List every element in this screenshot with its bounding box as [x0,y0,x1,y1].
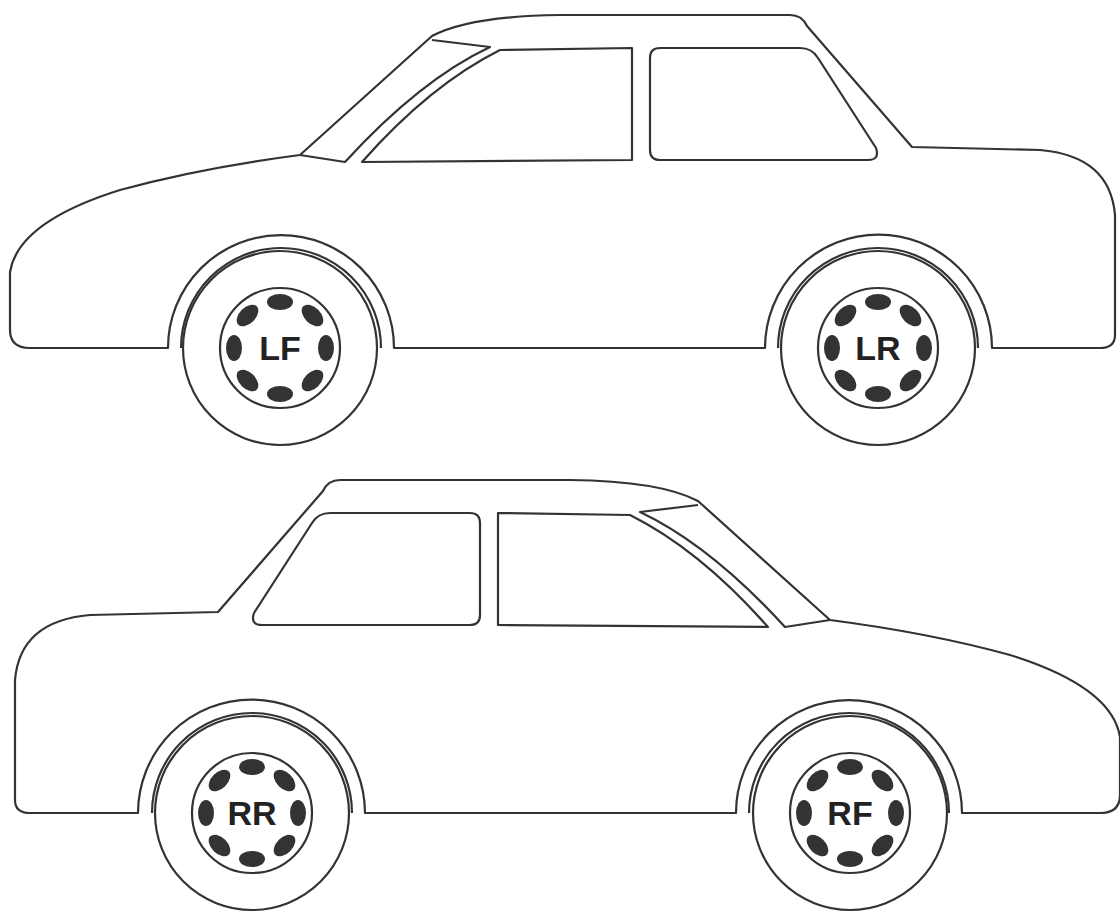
lug-oval [267,294,293,310]
lug-oval [290,800,306,826]
lug-oval [298,301,328,331]
lug-oval [824,335,840,361]
lug-oval [888,800,904,826]
lug-oval [233,301,263,331]
wheel-label: LF [180,248,380,448]
lug-oval [803,831,833,861]
wheel: LR [778,248,978,448]
wheel: RF [750,713,950,913]
lug-oval [796,800,812,826]
lug-oval [896,366,926,396]
lug-oval [837,759,863,775]
wheel: LF [180,248,380,448]
lug-oval [868,766,898,796]
lug-oval [837,851,863,867]
lug-oval [831,366,861,396]
lug-oval [233,366,263,396]
lug-oval [868,831,898,861]
lug-oval [239,759,265,775]
lug-oval [267,386,293,402]
lug-oval [803,766,833,796]
wheel: RR [152,713,352,913]
lug-oval [270,831,300,861]
lug-oval [318,335,334,361]
lug-oval [226,335,242,361]
lug-oval [205,766,235,796]
lug-oval [916,335,932,361]
lug-oval [896,301,926,331]
lug-oval [831,301,861,331]
lug-oval [270,766,300,796]
wheel-label: RF [750,713,950,913]
lug-oval [205,831,235,861]
lug-oval [198,800,214,826]
wheel-label: RR [152,713,352,913]
lug-oval [239,851,265,867]
lug-oval [298,366,328,396]
wheel-label: LR [778,248,978,448]
lug-oval [865,386,891,402]
lug-oval [865,294,891,310]
